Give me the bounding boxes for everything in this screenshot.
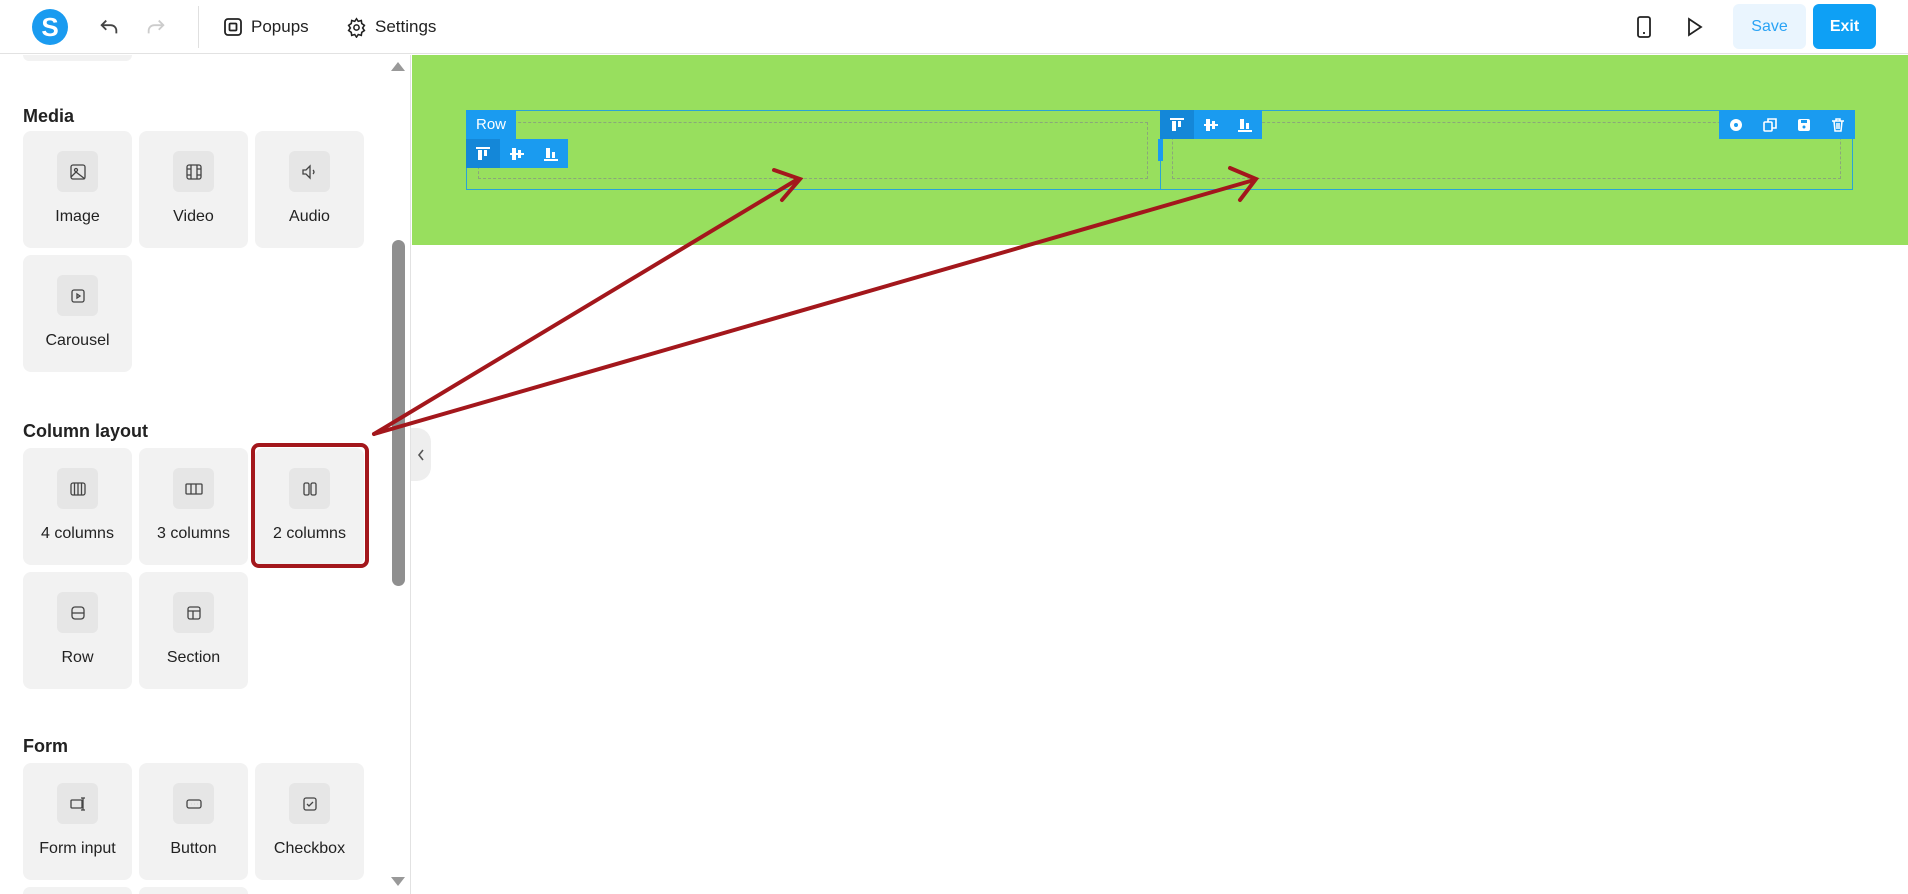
undo-icon[interactable]: [95, 13, 123, 41]
gear-icon[interactable]: [1719, 110, 1753, 139]
element-tile-carousel[interactable]: Carousel: [23, 255, 132, 372]
tile-label: Row: [61, 649, 94, 666]
element-tile-video[interactable]: Video: [139, 131, 248, 248]
trash-icon[interactable]: [1821, 110, 1855, 139]
row-align-toolbar: [466, 139, 568, 168]
column-1[interactable]: [478, 122, 1148, 179]
tile-label: Audio: [289, 208, 330, 225]
element-tile-partial[interactable]: [23, 55, 132, 61]
scrollbar-thumb[interactable]: [392, 240, 405, 586]
element-tile-partial[interactable]: [139, 887, 248, 894]
tile-label: 4 columns: [41, 525, 114, 542]
popups-button[interactable]: Popups: [223, 12, 309, 42]
collapse-sidebar-button[interactable]: [411, 428, 431, 481]
element-tile-image[interactable]: Image: [23, 131, 132, 248]
tile-label: 2 columns: [273, 525, 346, 542]
align-middle-icon[interactable]: [500, 139, 534, 168]
tile-label: Image: [55, 208, 100, 225]
checkbox-icon: [289, 783, 330, 824]
align-bottom-icon[interactable]: [534, 139, 568, 168]
tile-label: 3 columns: [157, 525, 230, 542]
element-tile-section[interactable]: Section: [139, 572, 248, 689]
popups-label: Popups: [251, 17, 309, 36]
tile-label: Button: [170, 840, 217, 857]
tile-label: Checkbox: [273, 840, 346, 857]
save-button[interactable]: Save: [1733, 4, 1806, 49]
column-align-toolbar: [1160, 110, 1262, 139]
row-label[interactable]: Row: [466, 110, 516, 139]
app-logo[interactable]: S: [32, 9, 68, 45]
align-bottom-icon[interactable]: [1228, 110, 1262, 139]
element-tile-partial[interactable]: [23, 887, 132, 894]
scroll-up-arrow[interactable]: [391, 62, 405, 71]
section-icon: [173, 592, 214, 633]
element-tile-checkbox[interactable]: Checkbox: [255, 763, 364, 880]
tile-label: Carousel: [45, 332, 110, 349]
column-resize-handle[interactable]: [1158, 139, 1163, 161]
column-2[interactable]: [1172, 122, 1841, 179]
carousel-icon: [57, 275, 98, 316]
exit-button[interactable]: Exit: [1813, 4, 1876, 49]
button-icon: [173, 783, 214, 824]
element-tile-3-columns[interactable]: 3 columns: [139, 448, 248, 565]
element-tile-audio[interactable]: Audio: [255, 131, 364, 248]
element-tile-2-columns[interactable]: 2 columns: [255, 448, 364, 565]
toolbar-divider: [198, 6, 199, 48]
element-actions-toolbar: [1719, 110, 1855, 139]
chevron-left-icon: [417, 449, 424, 460]
play-preview-icon[interactable]: [1680, 13, 1708, 41]
align-middle-icon[interactable]: [1194, 110, 1228, 139]
redo-icon[interactable]: [142, 13, 170, 41]
audio-icon: [289, 151, 330, 192]
element-tile-button[interactable]: Button: [139, 763, 248, 880]
duplicate-icon[interactable]: [1753, 110, 1787, 139]
row-icon: [57, 592, 98, 633]
section-heading: Media: [23, 106, 75, 126]
element-tile-4-columns[interactable]: 4 columns: [23, 448, 132, 565]
section-heading: Form: [23, 736, 68, 756]
save-icon[interactable]: [1787, 110, 1821, 139]
align-top-icon[interactable]: [1160, 110, 1194, 139]
tile-label: Form input: [39, 840, 116, 857]
gear-icon: [347, 16, 366, 38]
settings-label: Settings: [375, 17, 437, 36]
tile-label: Video: [173, 208, 214, 225]
top-toolbar: S Popups Settings Save Exit: [0, 0, 1908, 54]
section-heading: Column layout: [23, 421, 148, 441]
tile-label: Section: [166, 649, 221, 666]
settings-button[interactable]: Settings: [346, 12, 436, 42]
video-icon: [173, 151, 214, 192]
col4-icon: [57, 468, 98, 509]
mobile-preview-icon[interactable]: [1630, 13, 1658, 41]
col3-icon: [173, 468, 214, 509]
image-icon: [57, 151, 98, 192]
input-icon: [57, 783, 98, 824]
popup-icon: [224, 18, 242, 36]
highlight-annotation-box: [251, 443, 369, 568]
col2-icon: [289, 468, 330, 509]
element-tile-form-input[interactable]: Form input: [23, 763, 132, 880]
scroll-down-arrow[interactable]: [391, 877, 405, 886]
align-top-icon[interactable]: [466, 139, 500, 168]
element-tile-row[interactable]: Row: [23, 572, 132, 689]
